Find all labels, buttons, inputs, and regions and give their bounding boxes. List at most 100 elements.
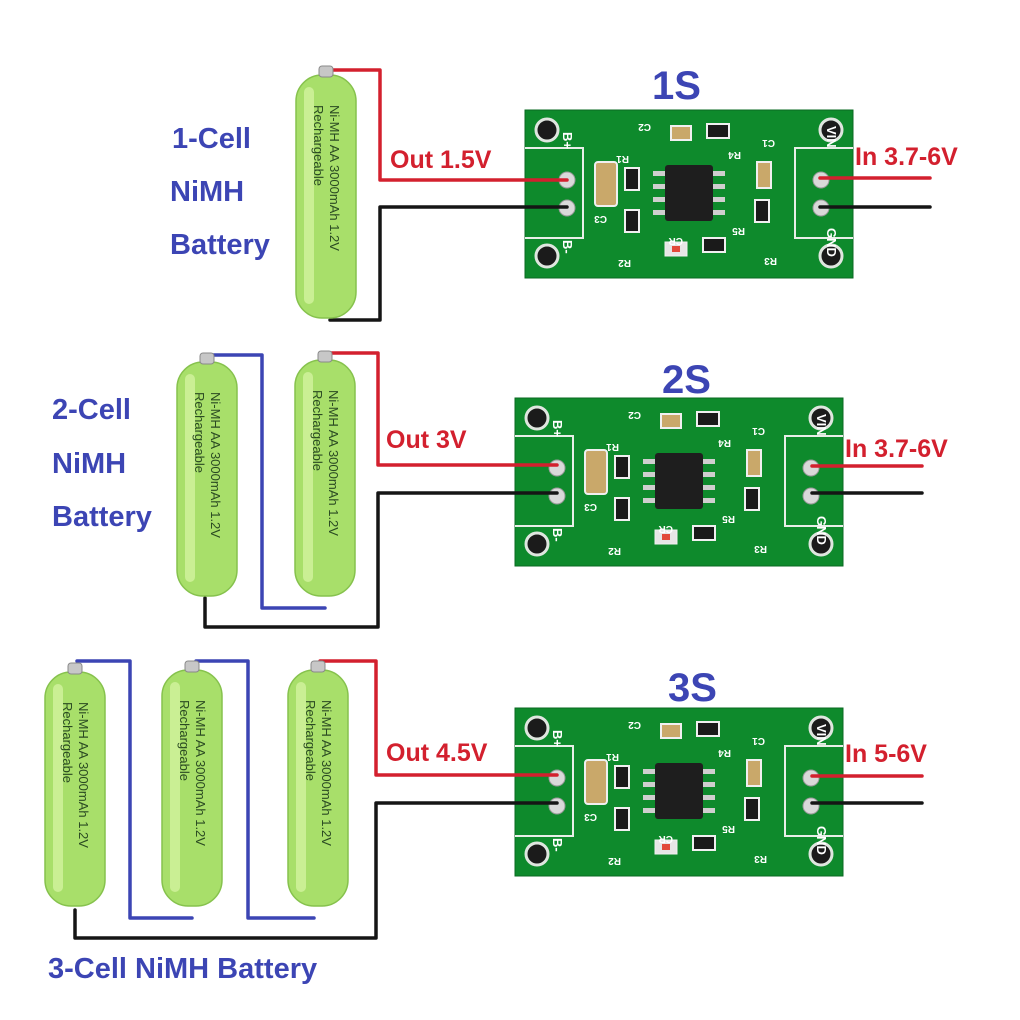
ic-pin	[653, 184, 665, 189]
ic-pin	[703, 782, 715, 787]
part-label-r1: R1	[606, 441, 619, 452]
ic-pin	[653, 197, 665, 202]
pin-label-b-plus: B+	[560, 132, 575, 149]
battery-label-2s-line1: 2-Cell	[52, 394, 131, 426]
vin-pad	[812, 171, 830, 189]
part-label-r1: R1	[606, 751, 619, 762]
pin-label-b-plus: B+	[550, 420, 565, 437]
input-label-1s: In 3.7-6V	[855, 143, 958, 171]
output-silkscreen	[515, 745, 574, 837]
battery-label-2s-line2: NiMH	[52, 448, 127, 480]
positive-terminal	[317, 350, 333, 363]
battery-type-text: Rechargeable	[310, 390, 325, 471]
input-silkscreen	[794, 147, 853, 239]
gnd-pad	[802, 797, 820, 815]
battery-spec-text: Ni-MH AA 3000mAh 1.2V	[326, 390, 341, 536]
input-silkscreen	[784, 745, 843, 837]
resistor-r5	[692, 525, 716, 541]
part-label-r4: R4	[728, 149, 741, 160]
charger-ic	[655, 763, 703, 819]
part-label-r5: R5	[722, 823, 735, 834]
ic-pin	[713, 210, 725, 215]
resistor-r2	[614, 497, 630, 521]
part-label-cr: CR	[668, 235, 683, 246]
output-label-1s: Out 1.5V	[390, 146, 492, 174]
resistor-r4	[696, 721, 720, 737]
resistor-r5	[702, 237, 726, 253]
resistor-r4	[696, 411, 720, 427]
b-plus-pad	[548, 769, 566, 787]
ic-pin	[643, 795, 655, 800]
positive-terminal	[67, 662, 83, 675]
positive-terminal	[184, 660, 200, 673]
battery-spec-text: Ni-MH AA 3000mAh 1.2V	[327, 105, 342, 251]
ic-pin	[643, 782, 655, 787]
battery-type-text: Rechargeable	[303, 700, 318, 781]
mounting-hole	[818, 243, 844, 269]
output-minus-wire-3s	[73, 801, 559, 940]
input-label-3s: In 5-6V	[845, 740, 927, 768]
ic-pin	[703, 498, 715, 503]
ic-pin	[703, 459, 715, 464]
capacitor-c1	[746, 449, 762, 477]
ic-pin	[713, 184, 725, 189]
capacitor-c1	[746, 759, 762, 787]
ic-pin	[643, 472, 655, 477]
ic-pin	[703, 472, 715, 477]
ic-pin	[703, 769, 715, 774]
led-lens	[662, 534, 670, 540]
mounting-hole	[808, 405, 834, 431]
capacitor-c3	[594, 161, 618, 207]
output-plus-wire-1s	[328, 68, 569, 182]
output-label-3s: Out 4.5V	[386, 739, 488, 767]
ic-pin	[653, 210, 665, 215]
part-label-cr: CR	[658, 833, 673, 844]
ic-pin	[643, 498, 655, 503]
part-label-cr: CR	[658, 523, 673, 534]
mounting-hole	[808, 531, 834, 557]
output-label-2s: Out 3V	[386, 426, 467, 454]
part-label-c1: C1	[752, 425, 765, 436]
ic-pin	[643, 485, 655, 490]
part-label-r2: R2	[618, 257, 631, 268]
battery-highlight	[185, 374, 195, 582]
capacitor-c2	[660, 413, 682, 429]
part-label-c3: C3	[584, 811, 597, 822]
battery-type-text: Rechargeable	[60, 702, 75, 783]
part-label-c1: C1	[762, 137, 775, 148]
pin-label-b-plus: B+	[550, 730, 565, 747]
resistor-r4	[706, 123, 730, 139]
led-lens	[672, 246, 680, 252]
part-label-c3: C3	[584, 501, 597, 512]
pin-label-vin: VIN	[814, 414, 829, 436]
part-label-r1: R1	[616, 153, 629, 164]
pin-label-b-minus: B-	[550, 528, 565, 542]
positive-terminal	[318, 65, 334, 78]
input-silkscreen	[784, 435, 843, 527]
output-silkscreen	[525, 147, 584, 239]
output-minus-wire-2s	[203, 491, 559, 629]
battery-label-1s-line1: 1-Cell	[172, 123, 251, 155]
battery-spec-text: Ni-MH AA 3000mAh 1.2V	[208, 392, 223, 538]
battery-highlight	[303, 372, 313, 582]
battery-highlight	[304, 87, 314, 304]
mounting-hole	[818, 117, 844, 143]
part-label-r5: R5	[722, 513, 735, 524]
output-plus-wire-2s	[323, 351, 559, 467]
pin-label-vin: VIN	[814, 724, 829, 746]
charger-ic	[665, 165, 713, 221]
mounting-hole	[524, 841, 550, 867]
part-label-c3: C3	[594, 213, 607, 224]
part-label-r3: R3	[754, 543, 767, 554]
part-label-r3: R3	[754, 853, 767, 864]
gnd-pad	[802, 487, 820, 505]
b-plus-pad	[548, 459, 566, 477]
battery-spec-text: Ni-MH AA 3000mAh 1.2V	[193, 700, 208, 846]
ic-pin	[713, 197, 725, 202]
mounting-hole	[534, 243, 560, 269]
part-label-r3: R3	[764, 255, 777, 266]
